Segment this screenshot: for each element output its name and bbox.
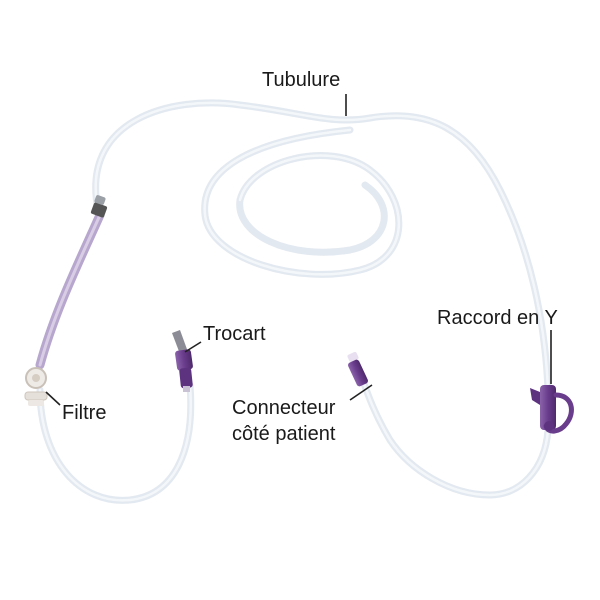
label-y-connector: Raccord en Y — [437, 307, 558, 329]
patient-connector-leader — [349, 384, 373, 401]
pump-segment — [35, 195, 108, 370]
label-patient-connector-line2: côté patient — [232, 423, 336, 445]
y-connector-component — [530, 385, 574, 434]
patient-connector-component — [347, 351, 368, 387]
label-trocar: Trocart — [203, 323, 266, 345]
label-tubing: Tubulure — [262, 69, 341, 91]
filter-component — [24, 367, 48, 406]
label-filter: Filtre — [62, 402, 107, 424]
trocar-leader — [184, 341, 202, 353]
filter-leader — [45, 391, 61, 406]
label-patient-connector-line1: Connecteur — [232, 397, 336, 419]
leader-lines — [45, 94, 552, 406]
trocar-component — [172, 330, 193, 392]
